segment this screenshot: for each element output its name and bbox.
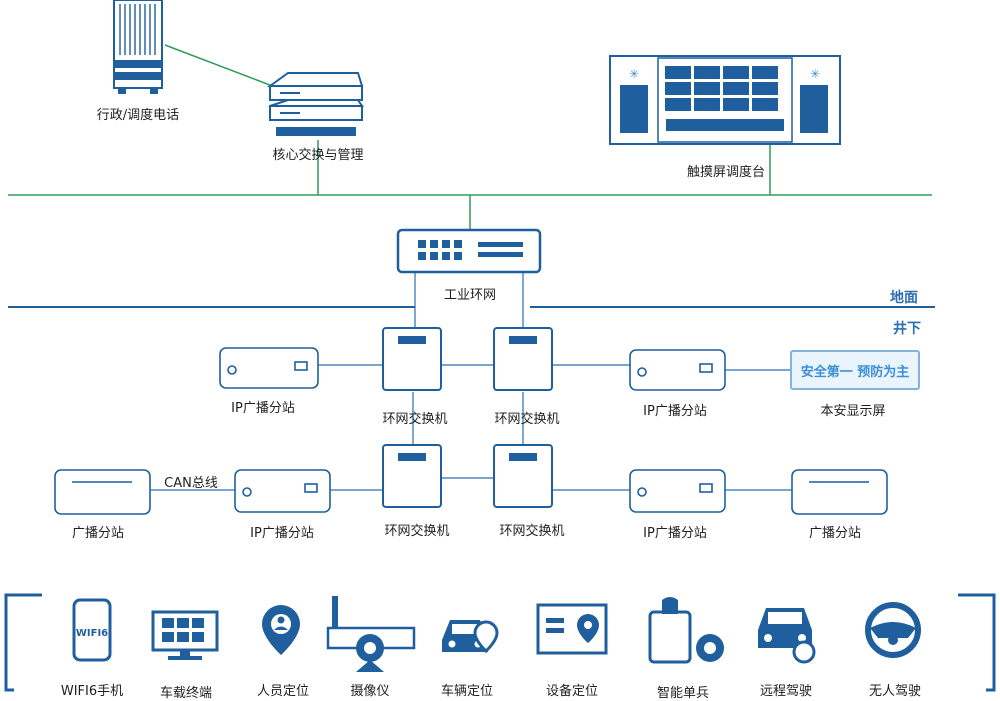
vehicle-terminal-icon (151, 610, 219, 660)
ip-broadcast-station-icon-1 (219, 347, 319, 389)
ring-switch-icon-4 (493, 444, 553, 508)
touch-console-label: 触摸屏调度台 (686, 165, 766, 180)
broadcast-left-label: 广播分站 (71, 526, 125, 541)
ring-switch-icon-3 (382, 444, 442, 508)
autonomous-driving-icon (865, 602, 921, 658)
wifi6-badge: WIFI6 (76, 628, 108, 639)
terminal-label-vehicle-terminal: 车载终端 (159, 686, 213, 701)
admin-phone-rack-icon (113, 0, 163, 94)
ground-network-lines (8, 44, 932, 232)
svg-text:✳: ✳ (810, 67, 820, 81)
ring-switch-label-3: 环网交换机 (384, 524, 450, 539)
safety-sign-text: 安全第一 预防为主 (800, 364, 910, 380)
zone-ground-label: 地面 (890, 290, 918, 306)
underground-network-lines (150, 272, 792, 491)
industrial-ring-label: 工业环网 (443, 288, 497, 303)
smart-soldier-icon (648, 597, 724, 664)
touch-console-icon: ✳ ✳ (609, 55, 841, 145)
vehicle-location-icon (442, 620, 499, 654)
broadcast-station-icon-2 (791, 469, 888, 515)
terminal-label-smart-soldier: 智能单兵 (656, 686, 710, 701)
terminal-label-vehicle-location: 车辆定位 (440, 684, 494, 699)
terminal-label-autonomous-driving: 无人驾驶 (868, 684, 922, 699)
ring-switch-label-2: 环网交换机 (494, 412, 560, 427)
ring-switch-label-1: 环网交换机 (382, 412, 448, 427)
admin-phone-label: 行政/调度电话 (96, 108, 180, 123)
svg-text:✳: ✳ (629, 67, 639, 81)
terminal-label-remote-driving: 远程驾驶 (759, 684, 813, 699)
can-bus-label: CAN总线 (164, 476, 218, 491)
person-location-icon (262, 605, 300, 655)
wifi6-phone-icon: WIFI6 (72, 598, 112, 662)
ring-switch-label-4: 环网交换机 (499, 524, 565, 539)
ip-broadcast-right-top-label: IP广播分站 (643, 404, 707, 419)
terminal-label-wifi6-phone: WIFI6手机 (60, 684, 124, 699)
ip-broadcast-station-icon-4 (629, 469, 726, 513)
core-switch-label: 核心交换与管理 (272, 148, 364, 163)
terminal-label-person-location: 人员定位 (256, 684, 310, 699)
safety-display-label: 本安显示屏 (820, 404, 886, 419)
core-switch-icon (266, 72, 364, 136)
zone-underground-label: 井下 (893, 321, 921, 337)
industrial-ring-switch-icon (396, 228, 542, 274)
terminal-bracket (4, 593, 996, 692)
broadcast-station-icon-1 (54, 469, 151, 515)
terminal-label-camera: 摄像仪 (350, 684, 390, 699)
broadcast-right-label: 广播分站 (808, 526, 862, 541)
ip-broadcast-right-bottom-label: IP广播分站 (643, 526, 707, 541)
ip-broadcast-station-icon-3 (234, 469, 331, 513)
ring-switch-icon-1 (382, 327, 442, 391)
terminal-label-device-location: 设备定位 (545, 684, 599, 699)
device-location-icon (536, 603, 608, 655)
camera-icon (326, 596, 416, 672)
ring-switch-icon-2 (493, 327, 553, 391)
ip-broadcast-station-icon-2 (629, 349, 726, 391)
ip-broadcast-left-bottom-label: IP广播分站 (250, 526, 314, 541)
remote-driving-icon (758, 608, 816, 664)
safety-display-sign: 安全第一 预防为主 (790, 350, 920, 390)
ip-broadcast-left-top-label: IP广播分站 (231, 401, 295, 416)
